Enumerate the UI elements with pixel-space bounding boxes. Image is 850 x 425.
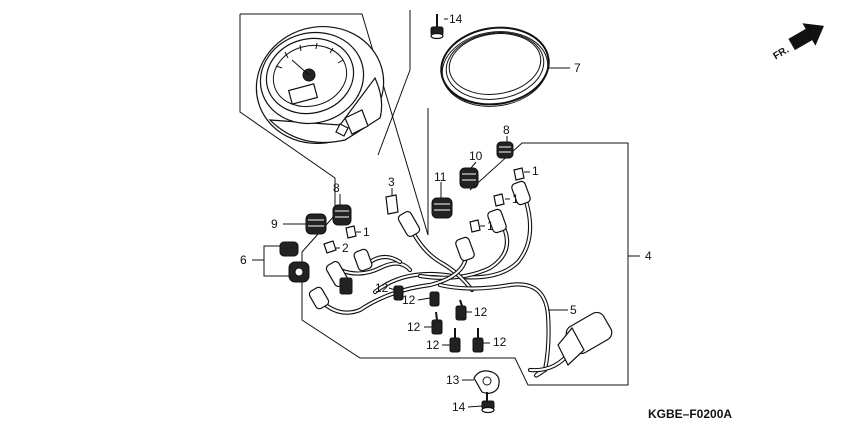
harness-sockets [308, 180, 531, 310]
wire-harness [319, 187, 573, 378]
callout-8-left: 8 [333, 181, 340, 195]
harness-connector [557, 311, 613, 366]
diagram-code: KGBE–F0200A [648, 407, 732, 421]
callout-1-b: 1 [512, 192, 519, 206]
screw-top [430, 14, 444, 40]
callout-10: 10 [469, 149, 483, 163]
callout-5: 5 [570, 303, 577, 317]
assembly-boundary [239, 10, 629, 386]
clamp [473, 370, 500, 394]
callout-2: 2 [342, 241, 349, 255]
meter-ring [440, 26, 550, 107]
callout-3: 3 [388, 175, 395, 189]
callout-9: 9 [271, 217, 278, 231]
front-direction-label: FR. [772, 45, 792, 63]
callout-12-a: 12 [375, 281, 389, 295]
callout-7: 7 [574, 61, 581, 75]
callout-1-a: 1 [532, 164, 539, 178]
callout-12-d: 12 [407, 320, 421, 334]
callout-13: 13 [446, 373, 460, 387]
callout-8-top: 8 [503, 123, 510, 137]
callout-12-c: 12 [474, 305, 488, 319]
front-direction-arrow: FR. [772, 23, 824, 63]
callout-12-e: 12 [426, 338, 440, 352]
callout-4: 4 [645, 249, 652, 263]
callout-11: 11 [434, 170, 447, 184]
callout-12-f: 12 [493, 335, 507, 349]
grommets [279, 141, 514, 283]
callout-1-c: 1 [487, 219, 494, 233]
leader-lines [252, 18, 640, 408]
screws-12 [393, 285, 484, 353]
bulbs [323, 167, 525, 254]
callout-12-b: 12 [402, 293, 416, 307]
callout-14-top: 14 [449, 12, 463, 26]
callouts: 14 7 8 10 1 11 1 3 8 9 1 1 2 4 6 12 12 5… [240, 12, 652, 414]
callout-14-bottom: 14 [452, 400, 466, 414]
callout-6: 6 [240, 253, 247, 267]
speedometer-meter [255, 25, 385, 145]
callout-1-d: 1 [363, 225, 370, 239]
screw-bottom [481, 392, 495, 414]
